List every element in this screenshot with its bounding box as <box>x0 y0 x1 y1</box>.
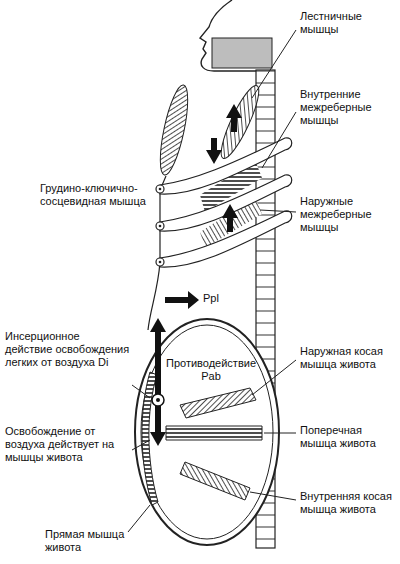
leader-lines <box>128 30 296 532</box>
muscle-action-arrows <box>206 104 242 232</box>
rib-pivot-dots <box>159 188 162 264</box>
diaphragm-action-label: Инсерционное действие освобождения легки… <box>5 330 130 369</box>
rib <box>160 211 292 267</box>
expiration-label: Освобождение от воздуха действует на мыш… <box>5 425 130 464</box>
sternocleidomastoid-muscle <box>155 83 194 177</box>
diaphragm-arrow-head <box>150 318 166 332</box>
diaphragm-arrow-shaft <box>155 330 161 394</box>
abdominal-wall <box>135 319 279 545</box>
transverse-label: Поперечная мышца живота <box>300 424 395 450</box>
pab-label: Противодействие Pab <box>166 357 256 383</box>
scalene-label: Лестничные мышцы <box>300 10 395 36</box>
diaphragm-insertion-dot <box>156 398 160 402</box>
abdominal-wall-inner <box>141 325 273 539</box>
internal-intercostal-label: Внутренние межреберные мышцы <box>300 88 395 127</box>
rectus-label: Прямая мышца живота <box>45 528 130 554</box>
expiration-arrow-shaft <box>155 406 161 434</box>
expiration-arrow-head <box>150 432 166 446</box>
external-intercostal-label: Наружные межреберные мышцы <box>300 195 395 234</box>
external-oblique <box>180 388 256 418</box>
ppl-arrow <box>165 291 199 309</box>
rib-pivots <box>156 185 164 266</box>
ppl-label: Ppl <box>203 292 233 305</box>
scalene-muscle <box>215 82 265 162</box>
internal-oblique-label: Внутренняя косая мышца живота <box>300 490 395 516</box>
external-oblique-label: Наружная косая мышца живота <box>300 345 395 371</box>
transverse-abdominis <box>166 426 262 440</box>
scm-label: Грудино-ключично-сосцевидная мышца <box>40 182 165 208</box>
sternum-line <box>148 176 166 330</box>
internal-oblique <box>180 462 250 500</box>
skull-base <box>212 38 272 68</box>
diaphragm-insertion <box>152 394 164 406</box>
